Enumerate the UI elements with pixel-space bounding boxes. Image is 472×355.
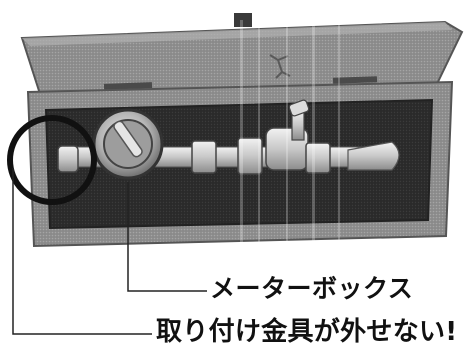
photo-light-streaks xyxy=(240,20,340,250)
leader-line-fitting xyxy=(12,168,152,335)
fitting-warning-label: 取り付け金具が外せない! xyxy=(156,317,458,347)
meter-box-label: メーターボックス xyxy=(210,274,414,303)
water-meter-assembly xyxy=(57,99,400,180)
highlight-circle xyxy=(7,115,97,205)
leader-line-meter-box xyxy=(127,182,207,292)
